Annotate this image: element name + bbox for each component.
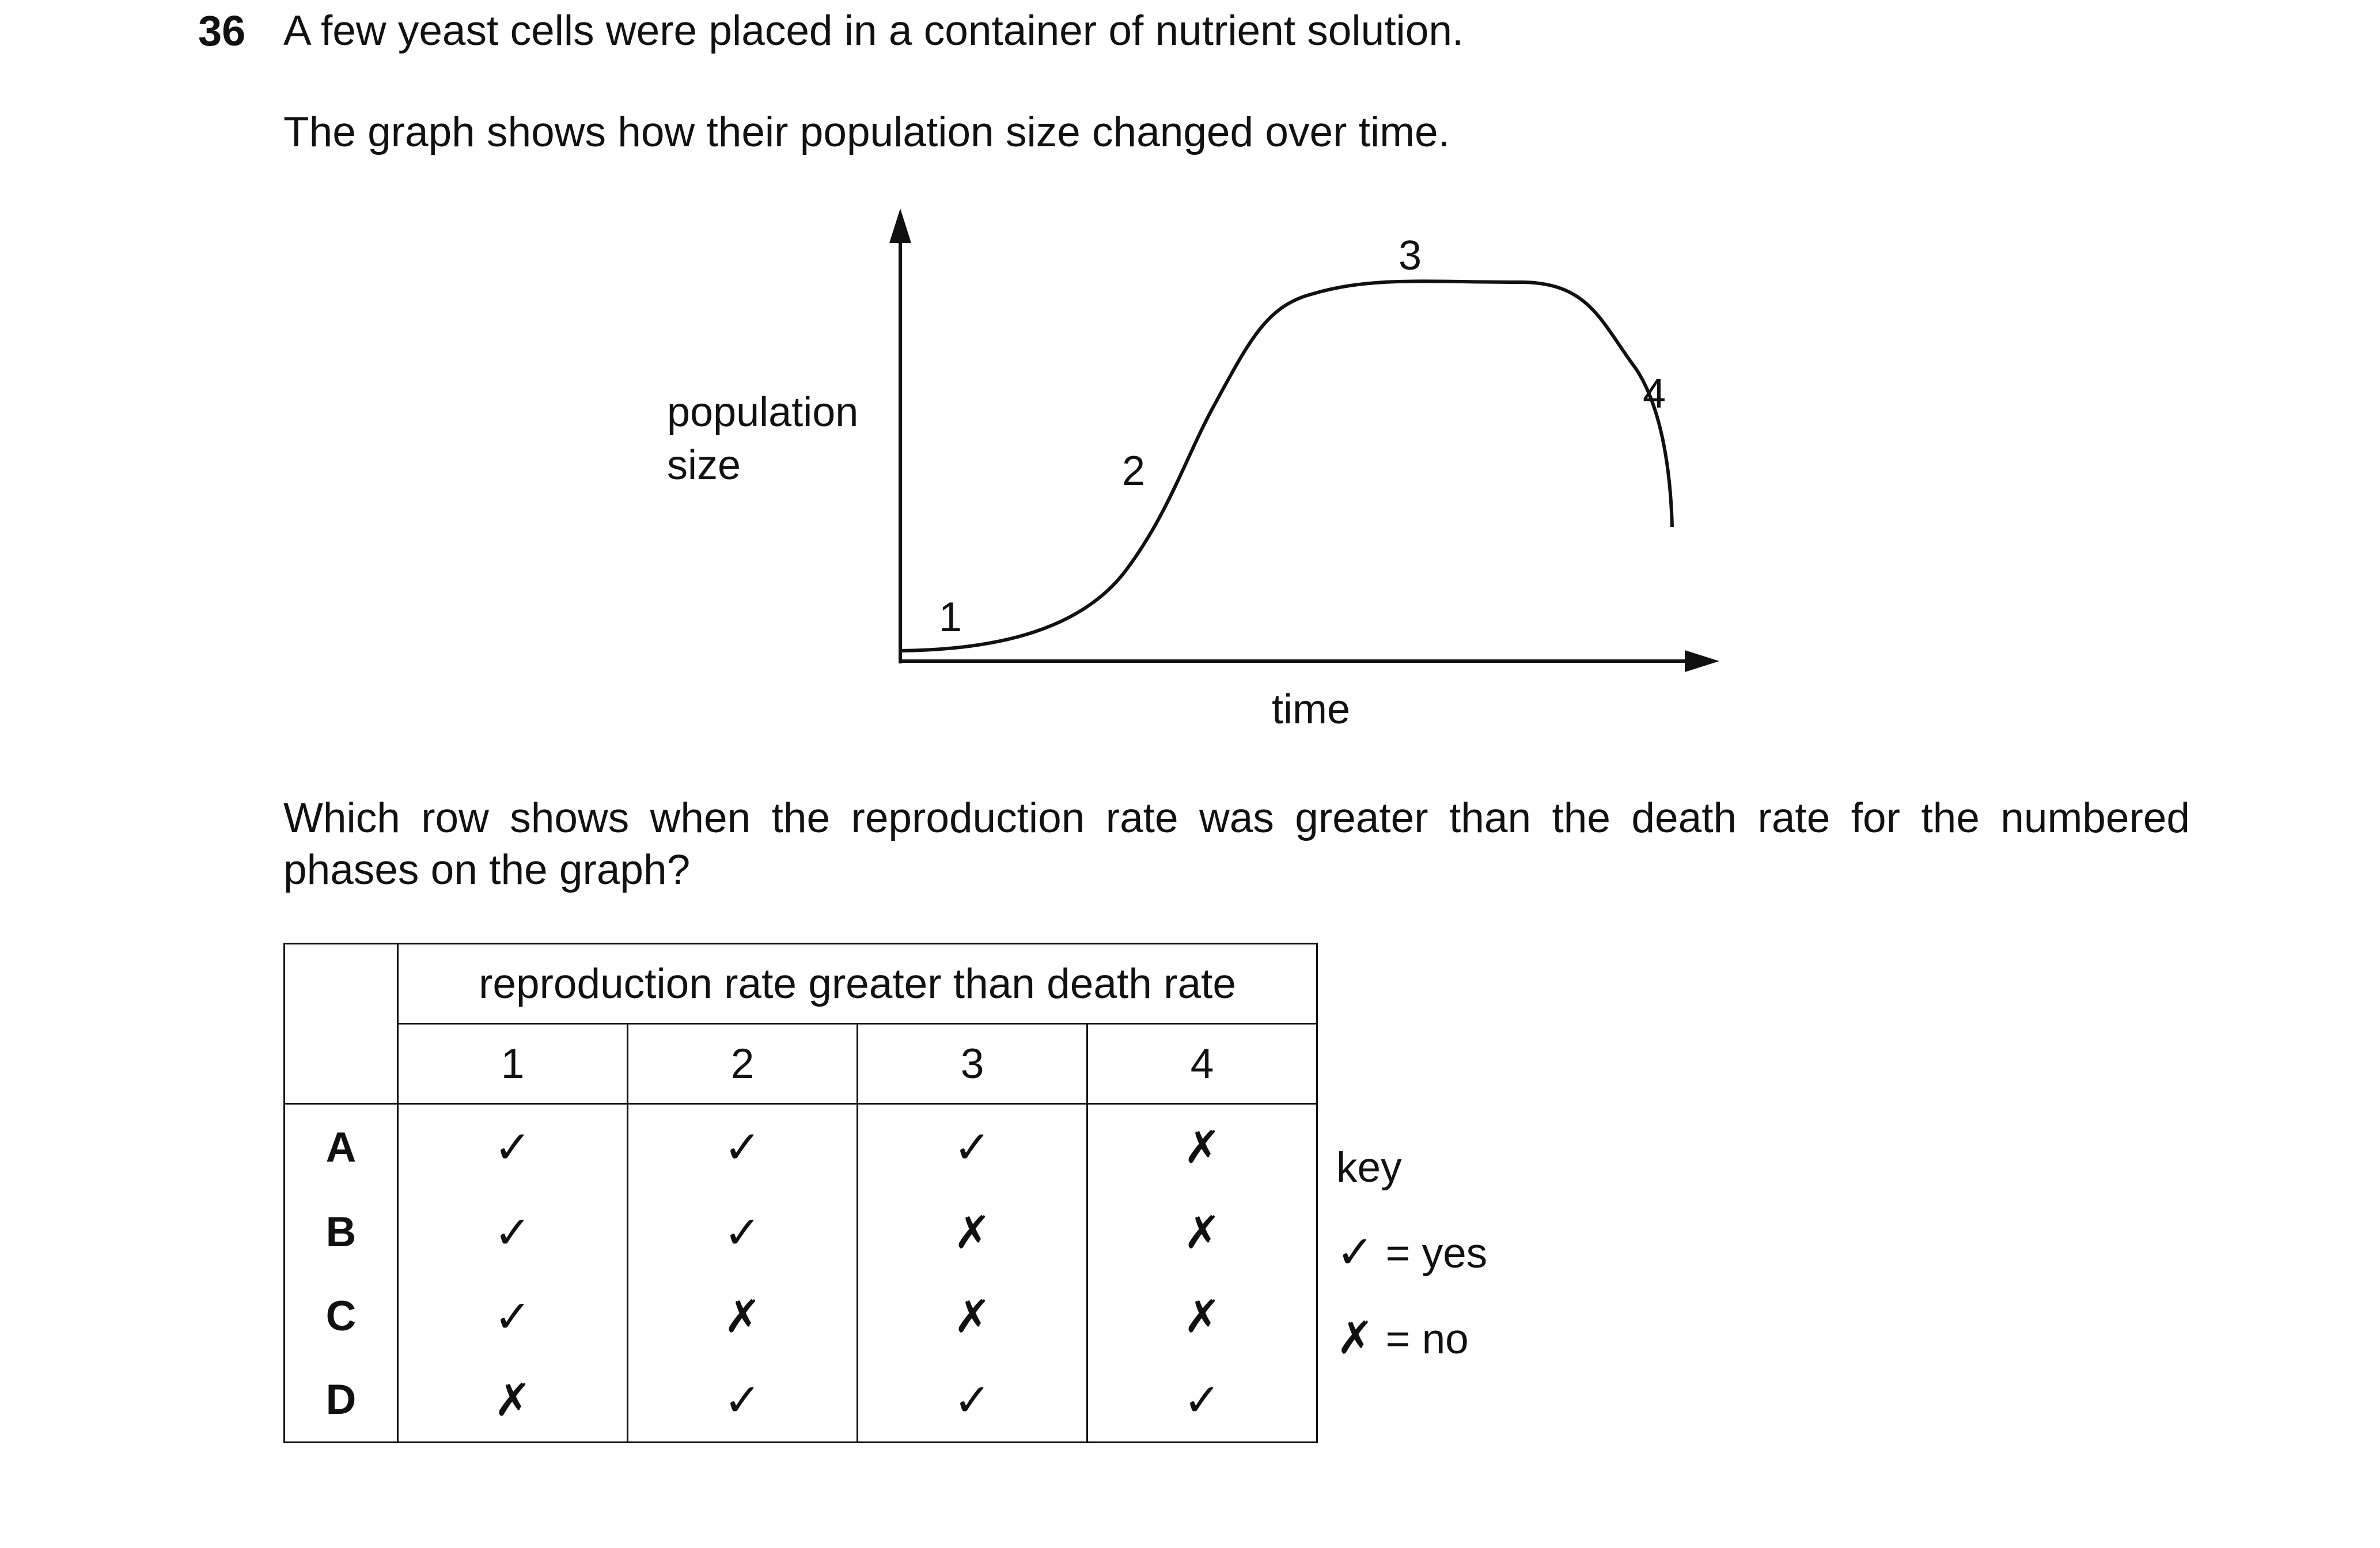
row-label-a: A: [283, 1103, 399, 1190]
key-yes-text: = yes: [1385, 1230, 1488, 1277]
phase-label-2: 2: [1122, 448, 1145, 494]
phase-label-1: 1: [939, 594, 962, 640]
table-row-d: D ✗ ✓ ✓ ✓: [283, 1358, 1318, 1443]
cross-icon: ✗: [1336, 1312, 1374, 1363]
table-row-c: C ✓ ✗ ✗ ✗: [283, 1274, 1318, 1359]
cell-c-3: ✗: [857, 1274, 1088, 1359]
key-legend: key ✓ = yes ✗ = no: [1336, 1126, 1487, 1382]
cell-c-1: ✓: [397, 1274, 628, 1359]
cell-b-3: ✗: [857, 1190, 1088, 1274]
question-intro: A few yeast cells were placed in a conta…: [283, 7, 1464, 54]
cell-b-2: ✓: [627, 1190, 858, 1274]
cell-b-1: ✓: [397, 1190, 628, 1274]
table-column-header-row: 1 2 3 4: [285, 1023, 1318, 1105]
key-yes: ✓ = yes: [1336, 1210, 1487, 1296]
column-header-2: 2: [627, 1023, 858, 1105]
column-header-1: 1: [397, 1023, 628, 1105]
population-curve: [900, 279, 1674, 652]
question-number: 36: [198, 7, 246, 55]
cell-a-4: ✗: [1086, 1103, 1318, 1190]
column-header-4: 4: [1086, 1023, 1318, 1105]
phase-label-3: 3: [1399, 233, 1422, 279]
cell-d-2: ✓: [627, 1358, 858, 1443]
table-header-row: reproduction rate greater than death rat…: [283, 943, 1318, 1105]
key-title: key: [1336, 1144, 1402, 1191]
cell-a-1: ✓: [397, 1103, 628, 1190]
answer-table: reproduction rate greater than death rat…: [283, 943, 1318, 1443]
question-prompt-line2: phases on the graph?: [283, 847, 691, 893]
population-graph: 1 2 3 4 population size time: [667, 208, 1719, 733]
x-axis-arrow: [1685, 650, 1719, 672]
cell-d-4: ✓: [1086, 1358, 1318, 1443]
row-label-d: D: [283, 1358, 399, 1443]
key-no: ✗ = no: [1336, 1296, 1487, 1382]
row-label-b: B: [283, 1190, 399, 1274]
question-prompt-line1: Which row shows when the reproduction ra…: [283, 795, 2190, 841]
graph-caption: The graph shows how their population siz…: [283, 109, 1450, 155]
x-axis-label: time: [1272, 686, 1350, 733]
table-row-a: A ✓ ✓ ✓ ✗: [283, 1103, 1318, 1190]
cell-c-4: ✗: [1086, 1274, 1318, 1359]
table-row-b: B ✓ ✓ ✗ ✗: [283, 1190, 1318, 1274]
key-no-text: = no: [1385, 1316, 1469, 1363]
cell-a-3: ✓: [857, 1103, 1088, 1190]
table-corner-cell: [283, 943, 399, 1105]
y-axis-label-line1: population: [667, 389, 858, 435]
table-group-header: reproduction rate greater than death rat…: [397, 943, 1318, 1025]
y-axis-arrow: [889, 208, 911, 243]
check-icon: ✓: [1336, 1227, 1374, 1277]
cell-d-1: ✗: [397, 1358, 628, 1443]
cell-d-3: ✓: [857, 1358, 1088, 1443]
cell-a-2: ✓: [627, 1103, 858, 1190]
column-header-3: 3: [857, 1023, 1088, 1105]
cell-c-2: ✗: [627, 1274, 858, 1359]
y-axis-label-line2: size: [667, 442, 741, 488]
phase-label-4: 4: [1643, 371, 1666, 417]
row-label-c: C: [283, 1274, 399, 1359]
cell-b-4: ✗: [1086, 1190, 1318, 1274]
